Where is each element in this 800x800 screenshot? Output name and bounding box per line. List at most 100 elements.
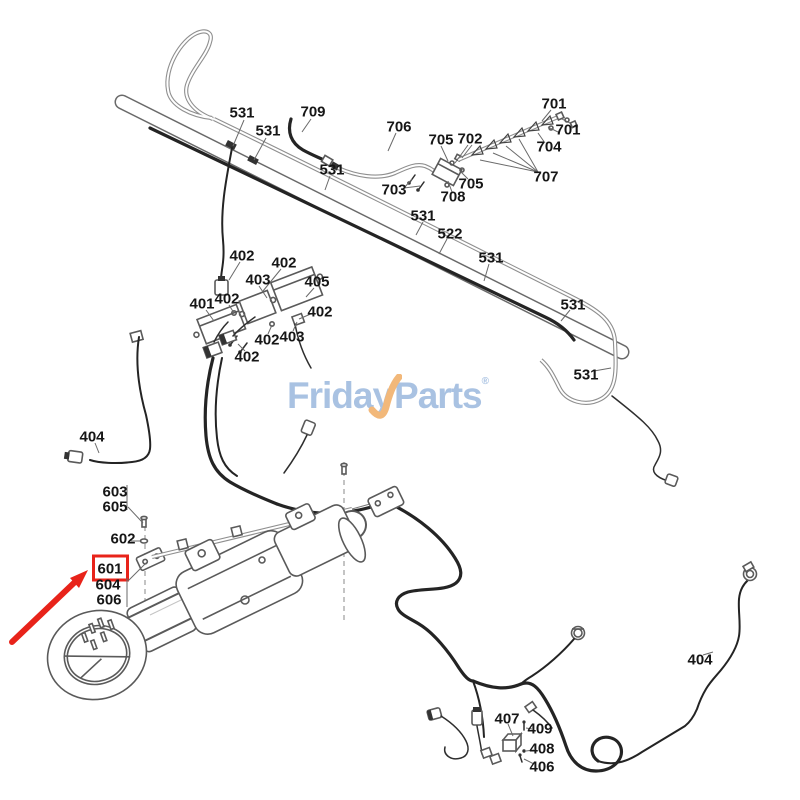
leader-line	[525, 749, 535, 752]
spray-bar-assembly	[287, 110, 579, 192]
part-label-606: 606	[96, 592, 121, 609]
part-label-403: 403	[245, 272, 270, 289]
bolt-603-605	[140, 515, 148, 528]
leader-line	[387, 132, 397, 152]
leader-line	[492, 152, 539, 173]
part-label-402: 402	[254, 332, 279, 349]
part-label-404: 404	[79, 429, 105, 446]
part-label-605: 605	[102, 499, 127, 516]
end-fittings-701-704	[548, 110, 579, 131]
part-label-705: 705	[428, 132, 453, 149]
wheel-studs	[80, 617, 116, 651]
front-axle-assembly	[46, 485, 405, 701]
leader-line	[460, 171, 469, 180]
part-label-404: 404	[687, 652, 713, 669]
leader-line	[94, 442, 100, 454]
bracket	[184, 538, 221, 572]
drop-wire	[611, 395, 669, 482]
leader-line	[541, 109, 552, 122]
bracket	[367, 485, 405, 518]
leader-line	[702, 651, 714, 656]
leader-line	[547, 126, 559, 133]
wiring-harness	[63, 316, 758, 773]
leader-line	[127, 506, 144, 524]
leader-line	[537, 132, 546, 144]
hose-fitting	[247, 155, 259, 165]
connector	[67, 449, 84, 464]
bracket-601-604-606	[135, 547, 166, 572]
leader-line	[305, 287, 315, 298]
connector	[300, 419, 317, 436]
bracket	[285, 503, 316, 531]
leader-line	[593, 367, 612, 372]
leader-line	[440, 145, 449, 162]
leader-line	[232, 119, 245, 147]
part-label-531: 531	[229, 105, 254, 122]
part-label-402: 402	[307, 304, 332, 321]
screws-703	[407, 174, 425, 192]
leader-line	[324, 175, 331, 191]
part-label-601: 601	[97, 561, 122, 578]
hydraulic-hoses	[165, 29, 679, 487]
hose-fitting	[225, 140, 237, 150]
hub-drum	[46, 609, 148, 701]
leader-line	[507, 723, 514, 737]
leader-line	[262, 268, 282, 292]
leader-lines-layer	[94, 109, 714, 765]
part-label-531: 531	[410, 208, 435, 225]
leader-line	[447, 180, 453, 193]
part-label-531: 531	[573, 367, 598, 384]
leader-line	[298, 312, 314, 320]
part-label-705: 705	[458, 176, 483, 193]
leader-line	[560, 309, 571, 322]
leader-line	[523, 758, 535, 765]
leader-line	[228, 304, 235, 314]
part-label-701: 701	[555, 122, 580, 139]
connector	[129, 329, 145, 344]
part-label-409: 409	[527, 721, 552, 738]
part-label-402: 402	[229, 248, 254, 265]
round-connector	[570, 625, 586, 641]
harness-loop	[519, 681, 624, 773]
washer-408	[522, 749, 526, 753]
boom-tube	[114, 94, 630, 360]
leader-line	[237, 343, 246, 352]
manifold-block	[431, 157, 463, 187]
highlight-box	[92, 554, 129, 582]
hose-709	[287, 117, 328, 163]
leader-line	[205, 309, 215, 322]
leader-line	[518, 138, 539, 173]
part-label-707: 707	[533, 169, 558, 186]
sensor-wire-402	[214, 147, 233, 296]
part-label-709: 709	[300, 104, 325, 121]
leader-line	[525, 727, 533, 730]
leader-line	[258, 285, 268, 299]
part-label-531: 531	[560, 297, 585, 314]
part-label-708: 708	[440, 189, 465, 206]
wire-404-left	[89, 336, 152, 465]
part-label-403: 403	[279, 329, 304, 346]
leader-line	[267, 324, 273, 335]
leader-line	[403, 185, 421, 189]
valve-block-assembly	[193, 265, 324, 369]
part-label-531: 531	[255, 123, 280, 140]
leader-line	[301, 118, 312, 133]
connector	[290, 312, 306, 327]
part-label-603: 603	[102, 484, 127, 501]
leader-line	[228, 261, 241, 281]
part-label-701: 701	[541, 96, 566, 113]
part-label-408: 408	[529, 741, 554, 758]
part-label-401: 401	[189, 296, 214, 313]
hose-522	[148, 126, 576, 342]
leader-line	[479, 159, 539, 173]
part-label-405: 405	[304, 274, 329, 291]
part-label-531: 531	[319, 162, 344, 179]
part-label-706: 706	[386, 119, 411, 136]
highlight-arrow-shaft	[9, 578, 79, 645]
washer-602	[139, 538, 149, 544]
part-label-402: 402	[214, 291, 239, 308]
part-label-402: 402	[271, 255, 296, 272]
part-label-406: 406	[529, 759, 554, 776]
